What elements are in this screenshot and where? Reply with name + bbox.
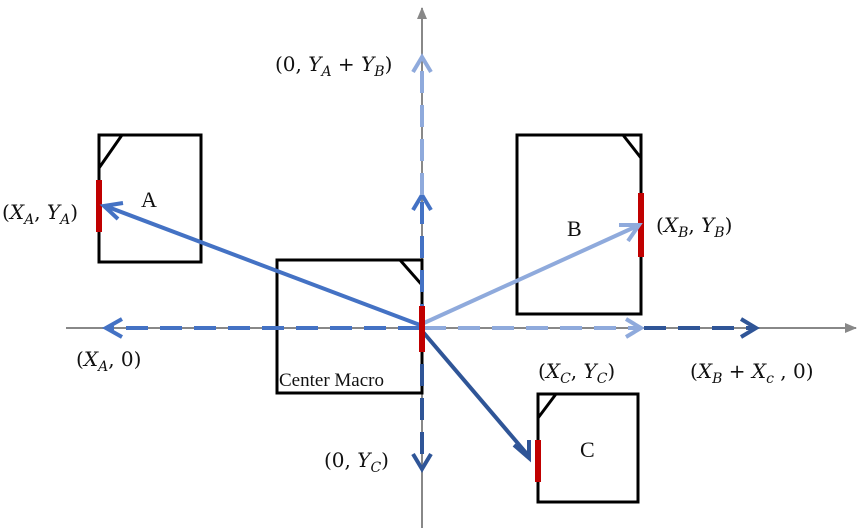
label-ab-y-axis: (0, YA + YB)	[275, 52, 392, 80]
vector-to-b	[423, 223, 643, 325]
macro-a: A	[96, 133, 203, 264]
label-a-x-axis: (XA, 0)	[76, 347, 141, 375]
center-macro-label: Center Macro	[279, 370, 384, 391]
macro-c-label: C	[580, 437, 595, 462]
macro-c: C	[535, 392, 640, 504]
vector-to-c	[421, 330, 531, 463]
label-bc-x-axis: (XB + Xc , 0)	[690, 359, 814, 387]
label-b-point: (XB, YB)	[656, 213, 732, 241]
label-c-point: (XC, YC)	[538, 359, 615, 387]
macro-b-label: B	[567, 216, 582, 241]
vector-to-a	[99, 201, 421, 327]
label-c-y-axis: (0, YC)	[324, 448, 389, 476]
label-a-point: (XA, YA)	[2, 200, 78, 228]
projection-lines	[101, 53, 760, 473]
macro-a-label: A	[141, 187, 157, 212]
